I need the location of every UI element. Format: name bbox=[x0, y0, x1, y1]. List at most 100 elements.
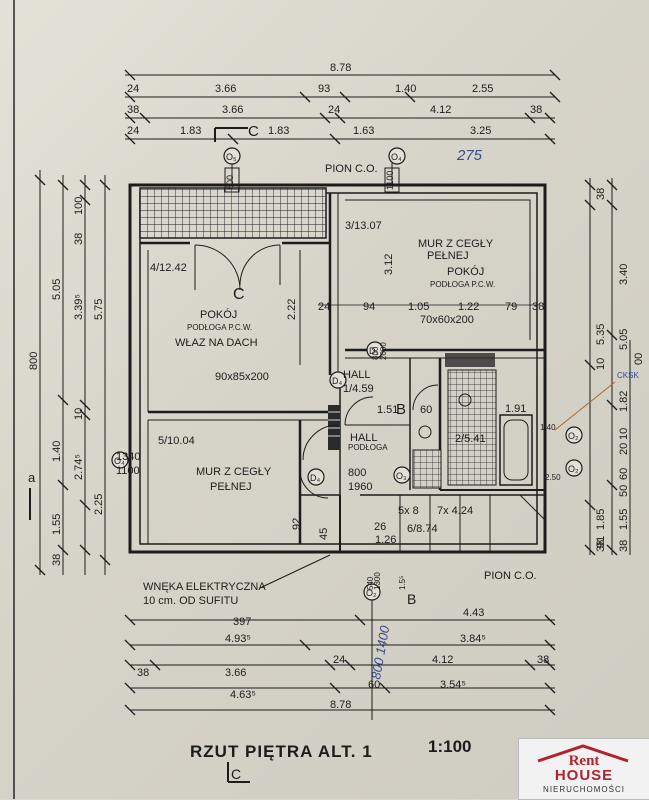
marker-o4-top: O₄ bbox=[391, 152, 402, 162]
logo-house: HOUSE bbox=[554, 767, 614, 784]
top-dim-38a: 38 bbox=[127, 104, 139, 116]
rent-house-logo: Rent HOUSE NIERUCHOMOŚCI bbox=[518, 738, 649, 800]
section-b-mark: B bbox=[407, 591, 416, 607]
right-dim-10b: 10 bbox=[618, 428, 630, 440]
dim-1100: 1100 bbox=[116, 465, 140, 477]
pion-top-label: PION C.O. bbox=[325, 163, 378, 175]
top-dim-24b: 24 bbox=[328, 104, 340, 116]
window-70x60: 70x60x200 bbox=[420, 314, 474, 326]
bot-dim-3845: 3.84⁵ bbox=[460, 633, 486, 645]
section-b-mark-mid: B bbox=[396, 401, 406, 418]
right-dim-91: 91 bbox=[595, 536, 607, 548]
marker-d4a: D₄ bbox=[332, 376, 342, 386]
left-dim-38b: 38 bbox=[73, 233, 85, 245]
bathtub bbox=[499, 414, 533, 486]
door-540: 540 bbox=[366, 576, 375, 590]
top-dim-412: 4.12 bbox=[430, 104, 451, 116]
right-dim-38: 38 bbox=[595, 188, 607, 200]
top-dim-140: 1.40 bbox=[395, 83, 416, 95]
top-dim-183b: 1.83 bbox=[268, 125, 289, 137]
wneka-label: WNĘKA ELEKTRYCZNA bbox=[143, 581, 266, 593]
left-dim-575: 5.75 bbox=[93, 299, 105, 320]
left-dim-100: 100 bbox=[73, 197, 85, 215]
top-dim-total: 8.78 bbox=[330, 62, 351, 74]
room5-pelnej: PEŁNEJ bbox=[210, 481, 252, 493]
right-dimension-lines bbox=[584, 178, 631, 556]
bot-dim-443: 4.43 bbox=[463, 607, 484, 619]
marker-o5: O₅ bbox=[226, 152, 237, 162]
bot-dim-412: 4.12 bbox=[432, 654, 453, 666]
room2-code: 2/5.41 bbox=[455, 433, 486, 445]
room4-floor: PODŁOGA P.C.W. bbox=[187, 323, 252, 332]
dim-126: 1.26 bbox=[375, 534, 396, 546]
top-handwritten-275: 275 bbox=[456, 147, 483, 164]
plan-title: RZUT PIĘTRA ALT. 1 bbox=[190, 742, 373, 761]
door-1300: 1300 bbox=[373, 572, 382, 590]
room4-extra: WŁAZ NA DACH bbox=[175, 337, 258, 349]
door-2000: 2000 bbox=[379, 342, 388, 360]
dim-60-int: 60 bbox=[420, 404, 432, 416]
right-dim-38c: 38 bbox=[595, 540, 607, 552]
left-dim-38a: 38 bbox=[51, 554, 63, 566]
left-dim-10: 10 bbox=[73, 408, 85, 420]
top-dim-93: 93 bbox=[318, 83, 330, 95]
bot-dim-3545: 3.54⁵ bbox=[440, 679, 466, 691]
bot-dim-38a: 38 bbox=[137, 667, 149, 679]
room6-code: 6/8.74 bbox=[407, 523, 438, 535]
right-dim-50: 50 bbox=[618, 485, 630, 497]
top-dim-366b: 3.66 bbox=[222, 104, 243, 116]
dim-800-hall: 800 bbox=[348, 467, 366, 479]
room3-pelnej: PEŁNEJ bbox=[427, 250, 469, 262]
section-c-bottom: C bbox=[231, 766, 241, 782]
top-dim-366: 3.66 bbox=[215, 83, 236, 95]
bot-dim-878: 8.78 bbox=[330, 699, 351, 711]
dim-151: 1.51 bbox=[377, 404, 398, 416]
hall-label: HALL bbox=[343, 369, 371, 381]
room4-name: POKÓJ bbox=[200, 308, 237, 321]
marker-d4b: D₄ bbox=[310, 473, 320, 483]
door-250: 2.50 bbox=[545, 473, 561, 482]
orange-leader-line bbox=[554, 381, 616, 431]
dim-222: 2.22 bbox=[286, 299, 298, 320]
room5x: 5x 8 bbox=[398, 505, 419, 517]
wneka-sub: 10 cm. OD SUFITU bbox=[143, 595, 238, 607]
room3-floor: PODŁOGA P.C.W. bbox=[430, 280, 495, 289]
terrace-tiles bbox=[139, 187, 327, 239]
marker-o3: O₃ bbox=[396, 471, 407, 481]
bot-dim-4635: 4.63⁵ bbox=[230, 689, 256, 701]
window-dim-top-right: 1100 bbox=[385, 171, 395, 190]
hall-area: 1/4.59 bbox=[343, 383, 374, 395]
marker-o4-left: O₄ bbox=[114, 456, 125, 466]
room4-code: 4/12.42 bbox=[150, 262, 187, 274]
top-dim-38b: 38 bbox=[530, 104, 542, 116]
top-dim-24c: 24 bbox=[127, 125, 139, 137]
bot-dim-4935: 4.93⁵ bbox=[225, 633, 251, 645]
top-dim-24: 24 bbox=[127, 83, 139, 95]
hall-small-sub: PODŁOGA bbox=[348, 443, 388, 452]
left-dim-505: 5.05 bbox=[51, 279, 63, 300]
window-90x85: 90x85x200 bbox=[215, 371, 269, 383]
dim-92: 92 bbox=[291, 518, 303, 530]
left-dim-800: 800 bbox=[28, 352, 40, 370]
dim-94-int: 94 bbox=[363, 301, 375, 313]
circle-markers bbox=[111, 147, 583, 601]
bot-dim-60: 60 bbox=[368, 679, 380, 691]
toilet-icon bbox=[418, 425, 432, 439]
right-dim-535: 5.35 bbox=[595, 324, 607, 345]
door-swings bbox=[194, 244, 439, 499]
hall-small: HALL bbox=[350, 432, 378, 444]
right-dim-00: 00 bbox=[633, 353, 645, 365]
dim-1340: 1340 bbox=[116, 451, 140, 463]
bot-dim-24: 24 bbox=[333, 654, 345, 666]
dim-45: 45 bbox=[318, 528, 330, 540]
hall-tile-box bbox=[412, 449, 442, 489]
room5-mur: MUR Z CEGŁY bbox=[196, 466, 272, 478]
room3-pokoj: POKÓJ bbox=[447, 265, 484, 278]
door-140: 1.40 bbox=[540, 423, 556, 432]
left-dim-3395: 3.39⁵ bbox=[73, 294, 85, 320]
room7-code: 7x 4.24 bbox=[437, 505, 473, 517]
dim-24-int: 24 bbox=[318, 301, 330, 313]
room4-mark-c: C bbox=[233, 286, 245, 303]
